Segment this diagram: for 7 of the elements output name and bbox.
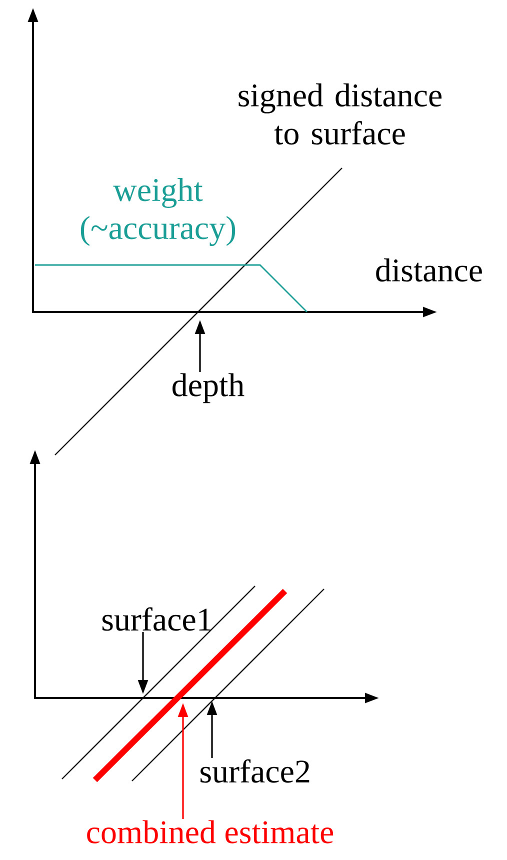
axis-label: distance — [376, 258, 482, 282]
leader-label: depth — [172, 373, 244, 404]
leader-label: surface2 — [200, 759, 310, 783]
leader-label: surface1 — [102, 607, 211, 631]
axis-label: weight (~accuracy) — [80, 178, 236, 246]
axis-label: signed distance to surface — [238, 83, 442, 145]
leader-label: combined estimate — [87, 820, 334, 844]
